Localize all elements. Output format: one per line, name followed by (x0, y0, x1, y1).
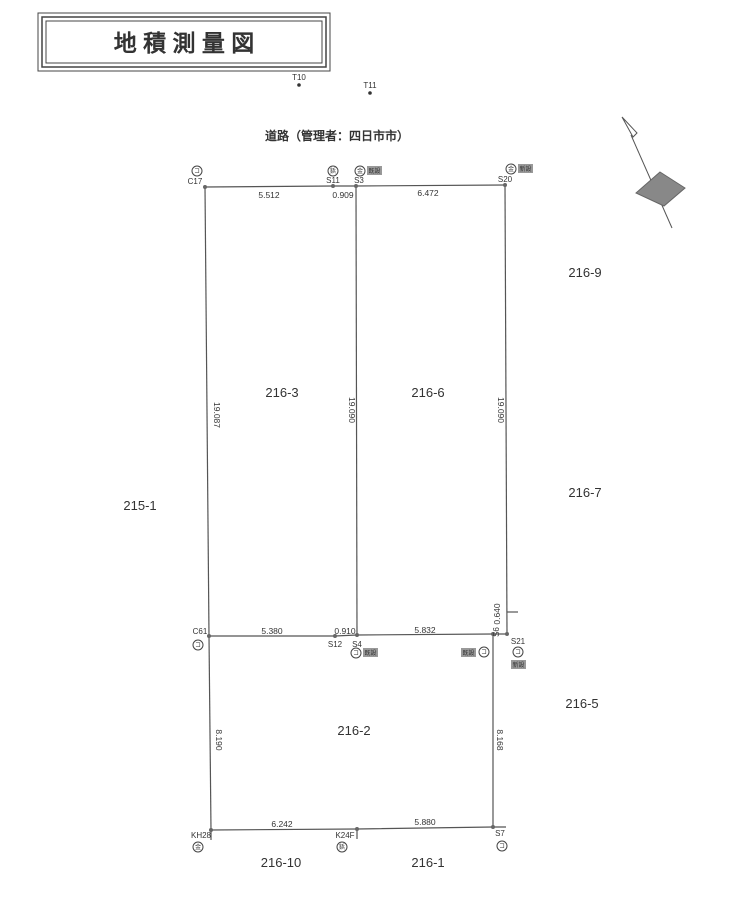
label-s4: S4 (352, 640, 362, 649)
dist-c61-s12: 5.380 (261, 626, 283, 636)
mark-byo-k24f: 鋲 (336, 841, 348, 853)
svg-text:金: 金 (357, 167, 363, 175)
lot-216-9: 216-9 (568, 265, 601, 280)
point-t11 (368, 91, 372, 95)
badge-new-s20: 新設 (519, 165, 531, 173)
dist-s12-s4: 0.910 (334, 626, 356, 636)
dist-s4-s6: 5.832 (414, 625, 436, 635)
dist-kh28-k24f: 6.242 (271, 819, 293, 829)
svg-text:金: 金 (508, 165, 514, 173)
dist-mid-upper: 19.090 (347, 397, 357, 423)
point-t10 (297, 83, 301, 87)
svg-text:鋲: 鋲 (339, 843, 345, 851)
mark-kin-s3: 金 (354, 165, 366, 177)
svg-text:金: 金 (195, 843, 201, 851)
mark-ko-c17: コ (191, 165, 203, 177)
label-c17: C17 (188, 177, 203, 186)
corner-points (203, 183, 509, 832)
lot-216-7: 216-7 (568, 485, 601, 500)
north-arrow-icon (621, 116, 686, 229)
svg-text:鋲: 鋲 (330, 167, 336, 175)
mark-ko-c61: コ (192, 639, 204, 651)
title-box: 地 積 測 量 図 (37, 12, 331, 72)
label-s7: S7 (495, 829, 505, 838)
svg-text:コ: コ (499, 843, 505, 850)
svg-text:コ: コ (353, 650, 359, 657)
label-c61: C61 (193, 627, 208, 636)
dist-right-lower: 8.168 (495, 729, 505, 751)
dist-k24f-s7: 5.880 (414, 817, 436, 827)
label-k24f: K24F (335, 831, 354, 840)
badge-existing-s3: 既設 (368, 167, 380, 175)
mark-kin-s20: 金 (505, 163, 517, 175)
lot-216-1: 216-1 (411, 855, 444, 870)
label-s21: S21 (511, 637, 526, 646)
svg-text:コ: コ (195, 642, 201, 649)
lot-215-1: 215-1 (123, 498, 156, 513)
mark-byo-s11: 鋲 (327, 165, 339, 177)
dist-left-lower: 8.190 (214, 729, 224, 751)
label-s6: S6 (492, 627, 501, 637)
badge-existing-s4: 既設 (364, 649, 376, 657)
label-s11: S11 (326, 176, 340, 185)
dist-left-upper: 19.087 (212, 402, 222, 428)
dist-s11-s3: 0.909 (332, 190, 354, 200)
label-t10: T10 (292, 73, 306, 82)
badge-existing-s6: 既設 (462, 649, 474, 657)
svg-text:コ: コ (515, 649, 521, 656)
dist-s6-s21: 0.640 (492, 603, 502, 625)
label-s3: S3 (354, 176, 364, 185)
road-label: 道路（管理者：四日市市） (265, 128, 409, 143)
lot-216-10: 216-10 (261, 855, 301, 870)
label-s20: S20 (498, 175, 513, 184)
mark-ko-s4: コ (350, 647, 362, 659)
lot-216-5: 216-5 (565, 696, 598, 711)
label-kh28: KH28 (191, 831, 212, 840)
lot-216-3: 216-3 (265, 385, 298, 400)
lot-216-2: 216-2 (337, 723, 370, 738)
label-t11: T11 (363, 81, 377, 90)
badge-new-s21: 新設 (512, 661, 524, 669)
mark-ko-s7: コ (496, 840, 508, 852)
dist-c17-s11: 5.512 (258, 190, 280, 200)
label-s12: S12 (328, 640, 343, 649)
mark-ko-s6: コ (478, 646, 490, 658)
map-title: 地 積 測 量 図 (114, 30, 255, 56)
mark-ko-s21: コ (512, 646, 524, 658)
dist-right-upper: 19.090 (496, 397, 506, 423)
boundary-lines (204, 184, 518, 840)
svg-text:コ: コ (194, 168, 200, 175)
lot-216-6: 216-6 (411, 385, 444, 400)
mark-kin-kh28: 金 (192, 841, 204, 853)
svg-text:コ: コ (481, 649, 487, 656)
dist-s3-s20: 6.472 (417, 188, 439, 198)
